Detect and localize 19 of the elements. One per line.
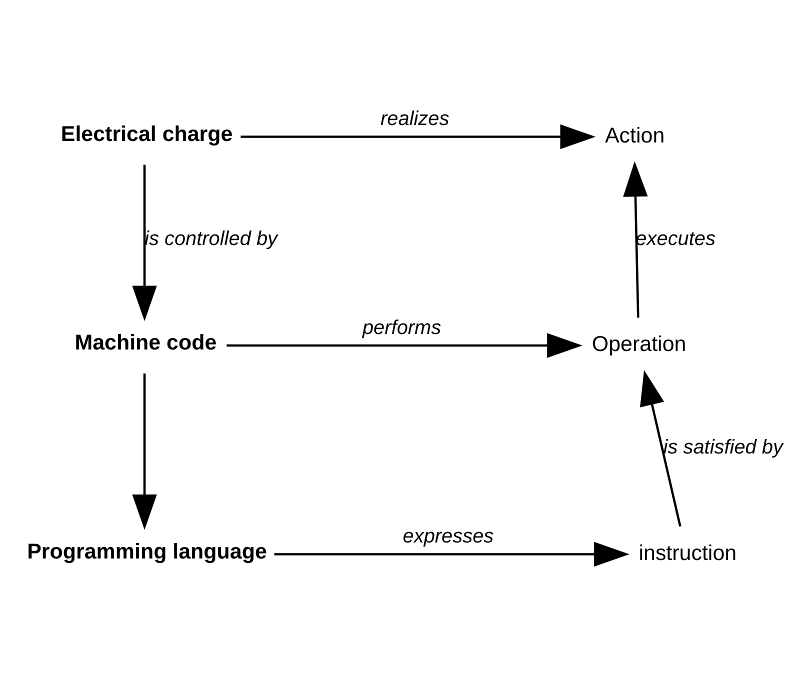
node-text: Operation xyxy=(592,332,686,356)
edge-label: is controlled by xyxy=(144,228,278,250)
arrow xyxy=(274,542,630,567)
node-text: Electrical charge xyxy=(60,122,233,146)
edge-label: expresses xyxy=(402,526,494,548)
edge-label: is satisfied by xyxy=(663,436,783,459)
arrow xyxy=(240,124,596,150)
edge-label: executes xyxy=(636,228,716,250)
node-text: Machine code xyxy=(74,330,217,355)
arrow xyxy=(226,333,582,358)
node-text: instruction xyxy=(638,540,737,565)
arrow xyxy=(623,161,648,318)
arrow xyxy=(132,374,157,530)
node-text: Programming language xyxy=(27,539,267,564)
arrow xyxy=(132,164,157,322)
node-text: Action xyxy=(604,123,665,148)
arrow xyxy=(640,370,682,527)
edge-label: performs xyxy=(362,316,442,339)
edge-label: realizes xyxy=(380,108,450,130)
